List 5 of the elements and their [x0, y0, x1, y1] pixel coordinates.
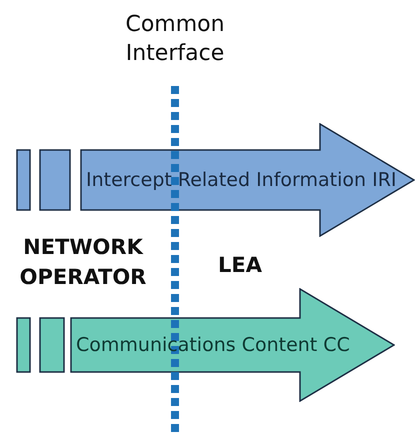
arrow-label: Communications Content CC: [76, 333, 350, 358]
interface-label: Common Interface: [124, 11, 226, 68]
side-label: LEA: [217, 252, 263, 279]
side-label: NETWORK OPERATOR: [18, 234, 148, 291]
arrow-label: Intercept Related Information IRI: [86, 168, 396, 193]
